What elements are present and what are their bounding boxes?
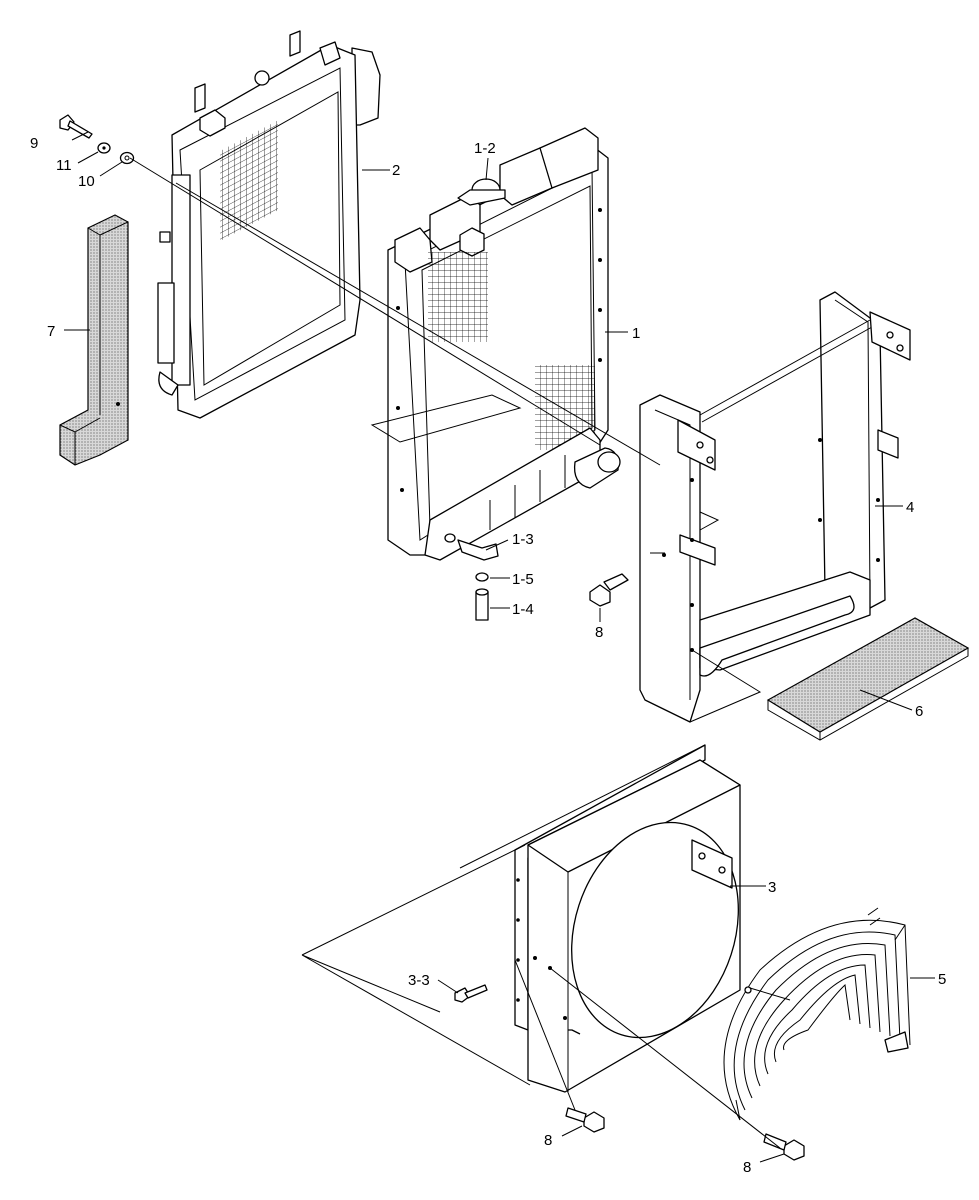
foam-seal-part-7 xyxy=(59,214,129,466)
label-part-8-upper: 8 xyxy=(595,624,603,641)
o-ring-part-1-5 xyxy=(475,572,489,582)
label-part-3-3: 3-3 xyxy=(408,972,430,989)
label-part-8-lower-right: 8 xyxy=(743,1159,751,1176)
label-part-9: 9 xyxy=(30,135,38,152)
label-part-1: 1 xyxy=(632,325,640,342)
label-part-4: 4 xyxy=(906,499,914,516)
label-part-1-3: 1-3 xyxy=(512,531,534,548)
bolt-part-8-lower-left xyxy=(565,1029,605,1133)
label-part-1-5: 1-5 xyxy=(512,571,534,588)
frame-part-4 xyxy=(639,291,911,723)
label-part-2: 2 xyxy=(392,162,400,179)
label-part-1-2: 1-2 xyxy=(474,140,496,157)
foam-pad-part-6 xyxy=(766,617,970,741)
bolt-part-9 xyxy=(59,114,93,139)
label-part-7: 7 xyxy=(47,323,55,340)
bolt-part-8-upper xyxy=(589,573,629,607)
label-part-6: 6 xyxy=(915,703,923,720)
label-part-1-4: 1-4 xyxy=(512,601,534,618)
fan-shroud-part-3 xyxy=(301,744,741,1093)
label-part-10: 10 xyxy=(78,173,95,190)
lock-washer-part-10 xyxy=(119,151,135,165)
drain-cock-part-1-3 xyxy=(444,533,499,561)
label-part-3: 3 xyxy=(768,879,776,896)
leader-lines xyxy=(64,131,935,1163)
part-labels: 9 11 10 2 7 1-2 1 1-3 1-5 1-4 4 8 6 3 3-… xyxy=(30,135,946,1176)
label-part-8-lower-left: 8 xyxy=(544,1132,552,1149)
label-part-5: 5 xyxy=(938,971,946,988)
intercooler-part-2 xyxy=(157,30,381,419)
fan-guard-part-5 xyxy=(723,907,911,1121)
radiator-part-1 xyxy=(370,127,621,561)
label-part-11: 11 xyxy=(56,157,72,174)
hose-part-1-4 xyxy=(475,588,489,621)
bolt-part-8-lower-right xyxy=(763,1133,805,1161)
washer-part-11 xyxy=(97,142,111,154)
bolt-part-3-3 xyxy=(454,984,488,1003)
